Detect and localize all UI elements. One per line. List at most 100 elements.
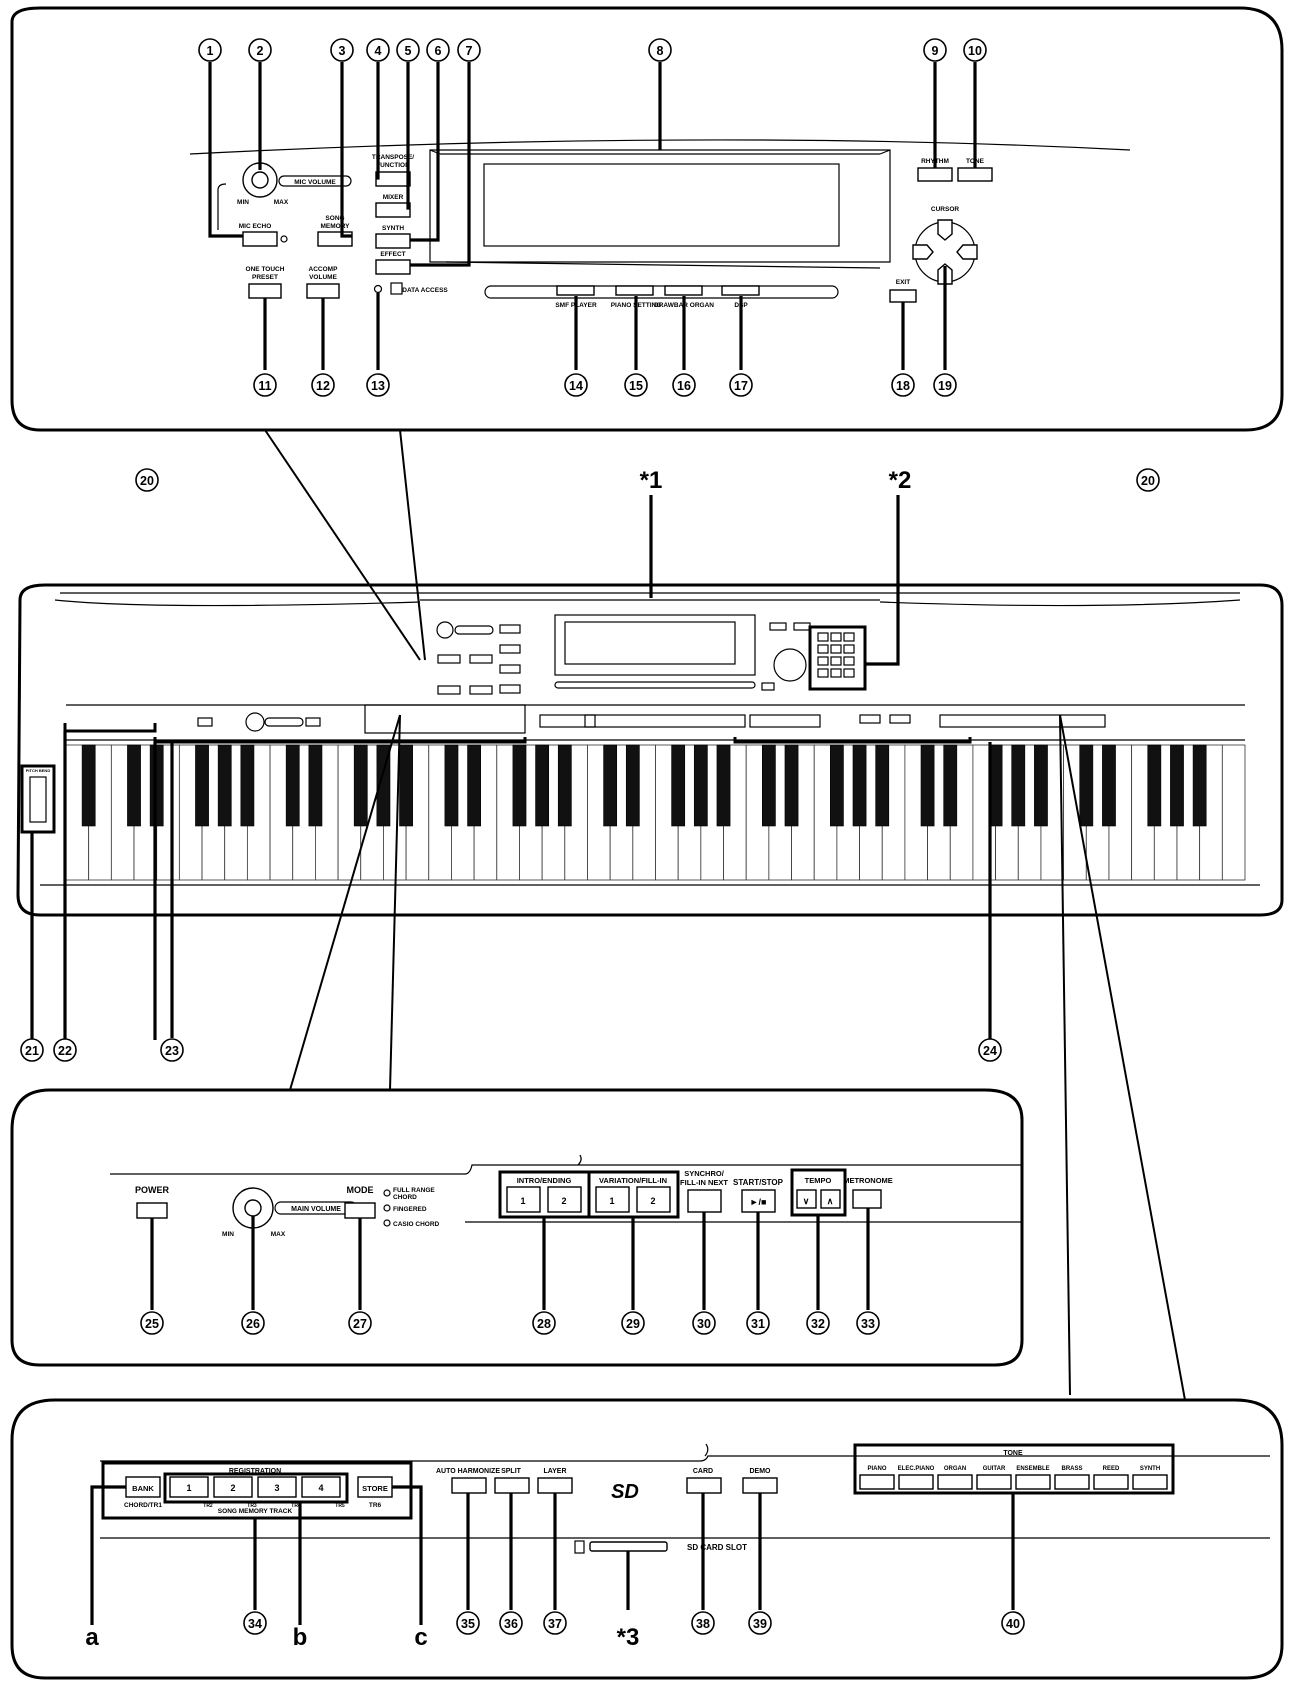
callout-13: 13 (371, 379, 385, 393)
callout-8: 8 (657, 44, 664, 58)
tone-synth-button[interactable] (1132, 1474, 1168, 1490)
black-key[interactable] (285, 744, 300, 827)
intro-ending-2-button[interactable] (547, 1186, 582, 1213)
numeric-keypad[interactable] (808, 625, 867, 691)
black-key[interactable] (308, 744, 323, 827)
transpose-function-button[interactable] (375, 171, 411, 187)
rhythm-button[interactable] (917, 167, 953, 182)
black-key[interactable] (195, 744, 209, 827)
black-key[interactable] (376, 744, 391, 827)
tone-guitar-button[interactable] (976, 1474, 1012, 1490)
black-key[interactable] (353, 744, 368, 827)
track-label: TR2 (203, 1503, 213, 1509)
black-key[interactable] (1011, 744, 1026, 827)
one-touch-preset-button[interactable] (248, 283, 282, 299)
sd-card-slot[interactable] (589, 1541, 668, 1552)
registration-4-button[interactable] (301, 1476, 341, 1498)
svg-text:TR6: TR6 (369, 1502, 382, 1509)
black-key[interactable] (852, 744, 867, 827)
power-button[interactable] (136, 1202, 168, 1219)
registration-2-button[interactable] (213, 1476, 253, 1498)
black-key[interactable] (875, 744, 890, 827)
black-key[interactable] (784, 744, 799, 827)
black-key[interactable] (830, 744, 844, 827)
intro-ending-1-button[interactable] (506, 1186, 541, 1213)
variation-fill-2-button[interactable] (636, 1186, 671, 1213)
auto-harmonize-button[interactable] (451, 1477, 487, 1494)
card-button[interactable] (686, 1477, 722, 1494)
black-key[interactable] (467, 744, 481, 827)
black-key[interactable] (557, 744, 572, 827)
metronome-button[interactable] (852, 1189, 882, 1209)
tone-organ-button[interactable] (937, 1474, 973, 1490)
piano-setting-button[interactable] (615, 285, 654, 296)
black-key[interactable] (716, 744, 731, 827)
pitch-bend-wheel[interactable] (20, 764, 56, 834)
synth-button[interactable] (375, 233, 411, 249)
mixer-button[interactable] (375, 202, 411, 218)
mode-button[interactable] (344, 1202, 376, 1219)
black-key[interactable] (603, 744, 618, 827)
callout-17: 17 (734, 379, 748, 393)
black-key[interactable] (444, 744, 459, 827)
demo-button[interactable] (742, 1477, 778, 1494)
tone-ensemble-button[interactable] (1015, 1474, 1051, 1490)
black-key[interactable] (761, 744, 776, 827)
tone-brass-button[interactable] (1054, 1474, 1090, 1490)
black-key[interactable] (81, 744, 96, 827)
black-key[interactable] (1170, 744, 1184, 827)
black-key[interactable] (217, 744, 232, 827)
black-key[interactable] (1147, 744, 1162, 827)
black-key[interactable] (399, 744, 413, 827)
dsp-button[interactable] (721, 285, 760, 296)
cursor-left-button[interactable] (912, 244, 934, 260)
song-memory-button[interactable] (317, 231, 353, 247)
split-button[interactable] (494, 1477, 530, 1494)
tone-button-label: ORGAN (944, 1466, 966, 1472)
tempo-down-button[interactable] (796, 1189, 817, 1209)
black-key[interactable] (920, 744, 935, 827)
svg-text:FULL RANGE: FULL RANGE (393, 1187, 435, 1194)
black-key[interactable] (943, 744, 958, 827)
svg-text:MAIN VOLUME: MAIN VOLUME (291, 1206, 341, 1213)
black-key[interactable] (535, 744, 550, 827)
black-key[interactable] (1079, 744, 1094, 827)
variation-fill-1-button[interactable] (595, 1186, 630, 1213)
registration-1-button[interactable] (169, 1476, 209, 1498)
sd-logo: SD (611, 1481, 639, 1503)
black-key[interactable] (1034, 744, 1048, 827)
mic-echo-button[interactable] (242, 231, 278, 247)
tone-reed-button[interactable] (1093, 1474, 1129, 1490)
note-3: *3 (617, 1624, 640, 1651)
smf-player-button[interactable] (556, 285, 595, 296)
black-key[interactable] (240, 744, 255, 827)
drawbar-organ-button[interactable] (664, 285, 703, 296)
svg-text:TEMPO: TEMPO (805, 1176, 832, 1185)
tone-piano-button[interactable] (859, 1474, 895, 1490)
black-key[interactable] (1102, 744, 1116, 827)
accomp-volume-button[interactable] (306, 283, 340, 299)
black-key[interactable] (1192, 744, 1207, 827)
black-key[interactable] (693, 744, 708, 827)
tone-button[interactable] (957, 167, 993, 182)
svg-text:2: 2 (650, 1196, 655, 1206)
layer-button[interactable] (537, 1477, 573, 1494)
effect-button[interactable] (375, 259, 411, 275)
card-icon (574, 1540, 585, 1554)
exit-button[interactable] (889, 289, 917, 303)
black-key[interactable] (149, 744, 164, 827)
black-key[interactable] (512, 744, 527, 827)
synchro-fill-in-next-button[interactable] (687, 1189, 722, 1213)
black-key[interactable] (127, 744, 141, 827)
tempo-up-button[interactable] (820, 1189, 841, 1209)
tone-elec-piano-button[interactable] (898, 1474, 934, 1490)
cursor-right-button[interactable] (956, 244, 978, 260)
callout-20-right: 20 (1141, 474, 1155, 488)
black-key[interactable] (671, 744, 686, 827)
registration-3-button[interactable] (257, 1476, 297, 1498)
cursor-up-button[interactable] (937, 219, 953, 241)
black-key[interactable] (625, 744, 640, 827)
keyboard[interactable] (65, 744, 1246, 881)
callout-9: 9 (932, 44, 939, 58)
white-key[interactable] (1221, 744, 1246, 881)
